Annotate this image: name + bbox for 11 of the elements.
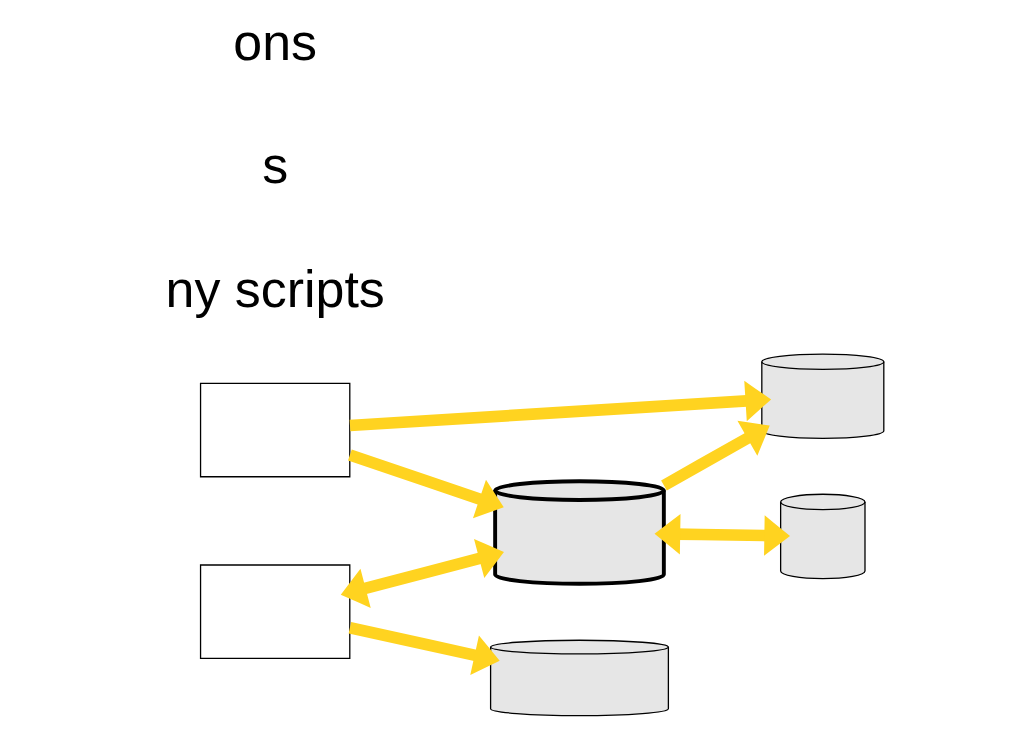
arrow (347, 449, 504, 519)
label: ny scripts (165, 259, 385, 318)
arrow (349, 380, 771, 432)
arrow (654, 513, 790, 556)
arrow (348, 622, 500, 675)
arrow (340, 539, 504, 608)
node-box (199, 564, 350, 660)
node-box (199, 382, 350, 478)
label: ons (232, 13, 317, 72)
label: s (261, 136, 288, 195)
arrow (660, 420, 770, 491)
